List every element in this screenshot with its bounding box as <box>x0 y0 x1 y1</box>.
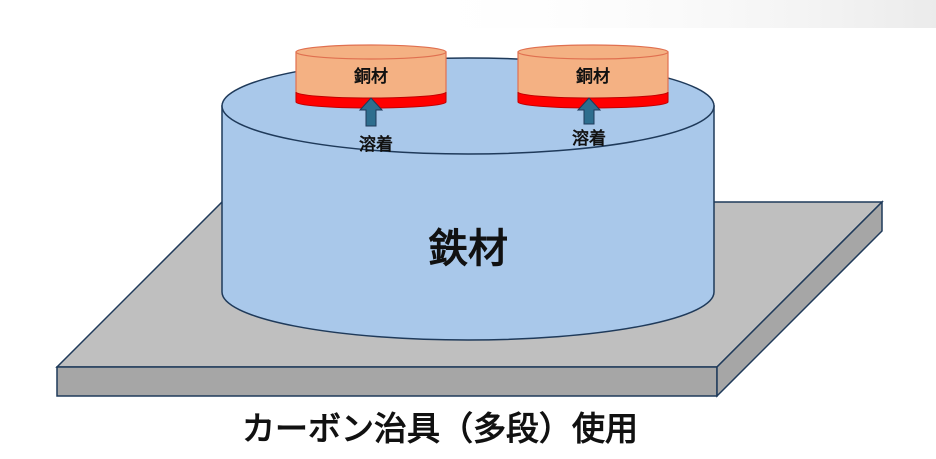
copper-right-label: 銅材 <box>576 66 610 87</box>
arrow-up-icon <box>358 97 384 127</box>
plate-front-face <box>56 366 718 397</box>
plate-side-face <box>716 200 883 398</box>
weld-left-label: 溶着 <box>359 134 393 155</box>
iron-label: 鉄材 <box>428 226 508 272</box>
background-shade <box>400 0 936 28</box>
arrow-up-icon <box>576 97 602 125</box>
copper-disc-right: 銅材 <box>517 44 669 109</box>
iron-body <box>221 105 715 341</box>
weld-arrow-right: 溶着 <box>572 97 606 149</box>
caption: カーボン治具（多段）使用 <box>242 409 638 448</box>
weld-right-label: 溶着 <box>572 128 606 149</box>
copper-left-label: 銅材 <box>354 66 388 87</box>
weld-arrow-left: 溶着 <box>358 97 393 155</box>
copper-left-top <box>295 44 447 60</box>
copper-right-top <box>517 44 669 60</box>
weld-layer-right <box>517 91 669 109</box>
iron-cylinder: 鉄材 <box>221 57 715 341</box>
